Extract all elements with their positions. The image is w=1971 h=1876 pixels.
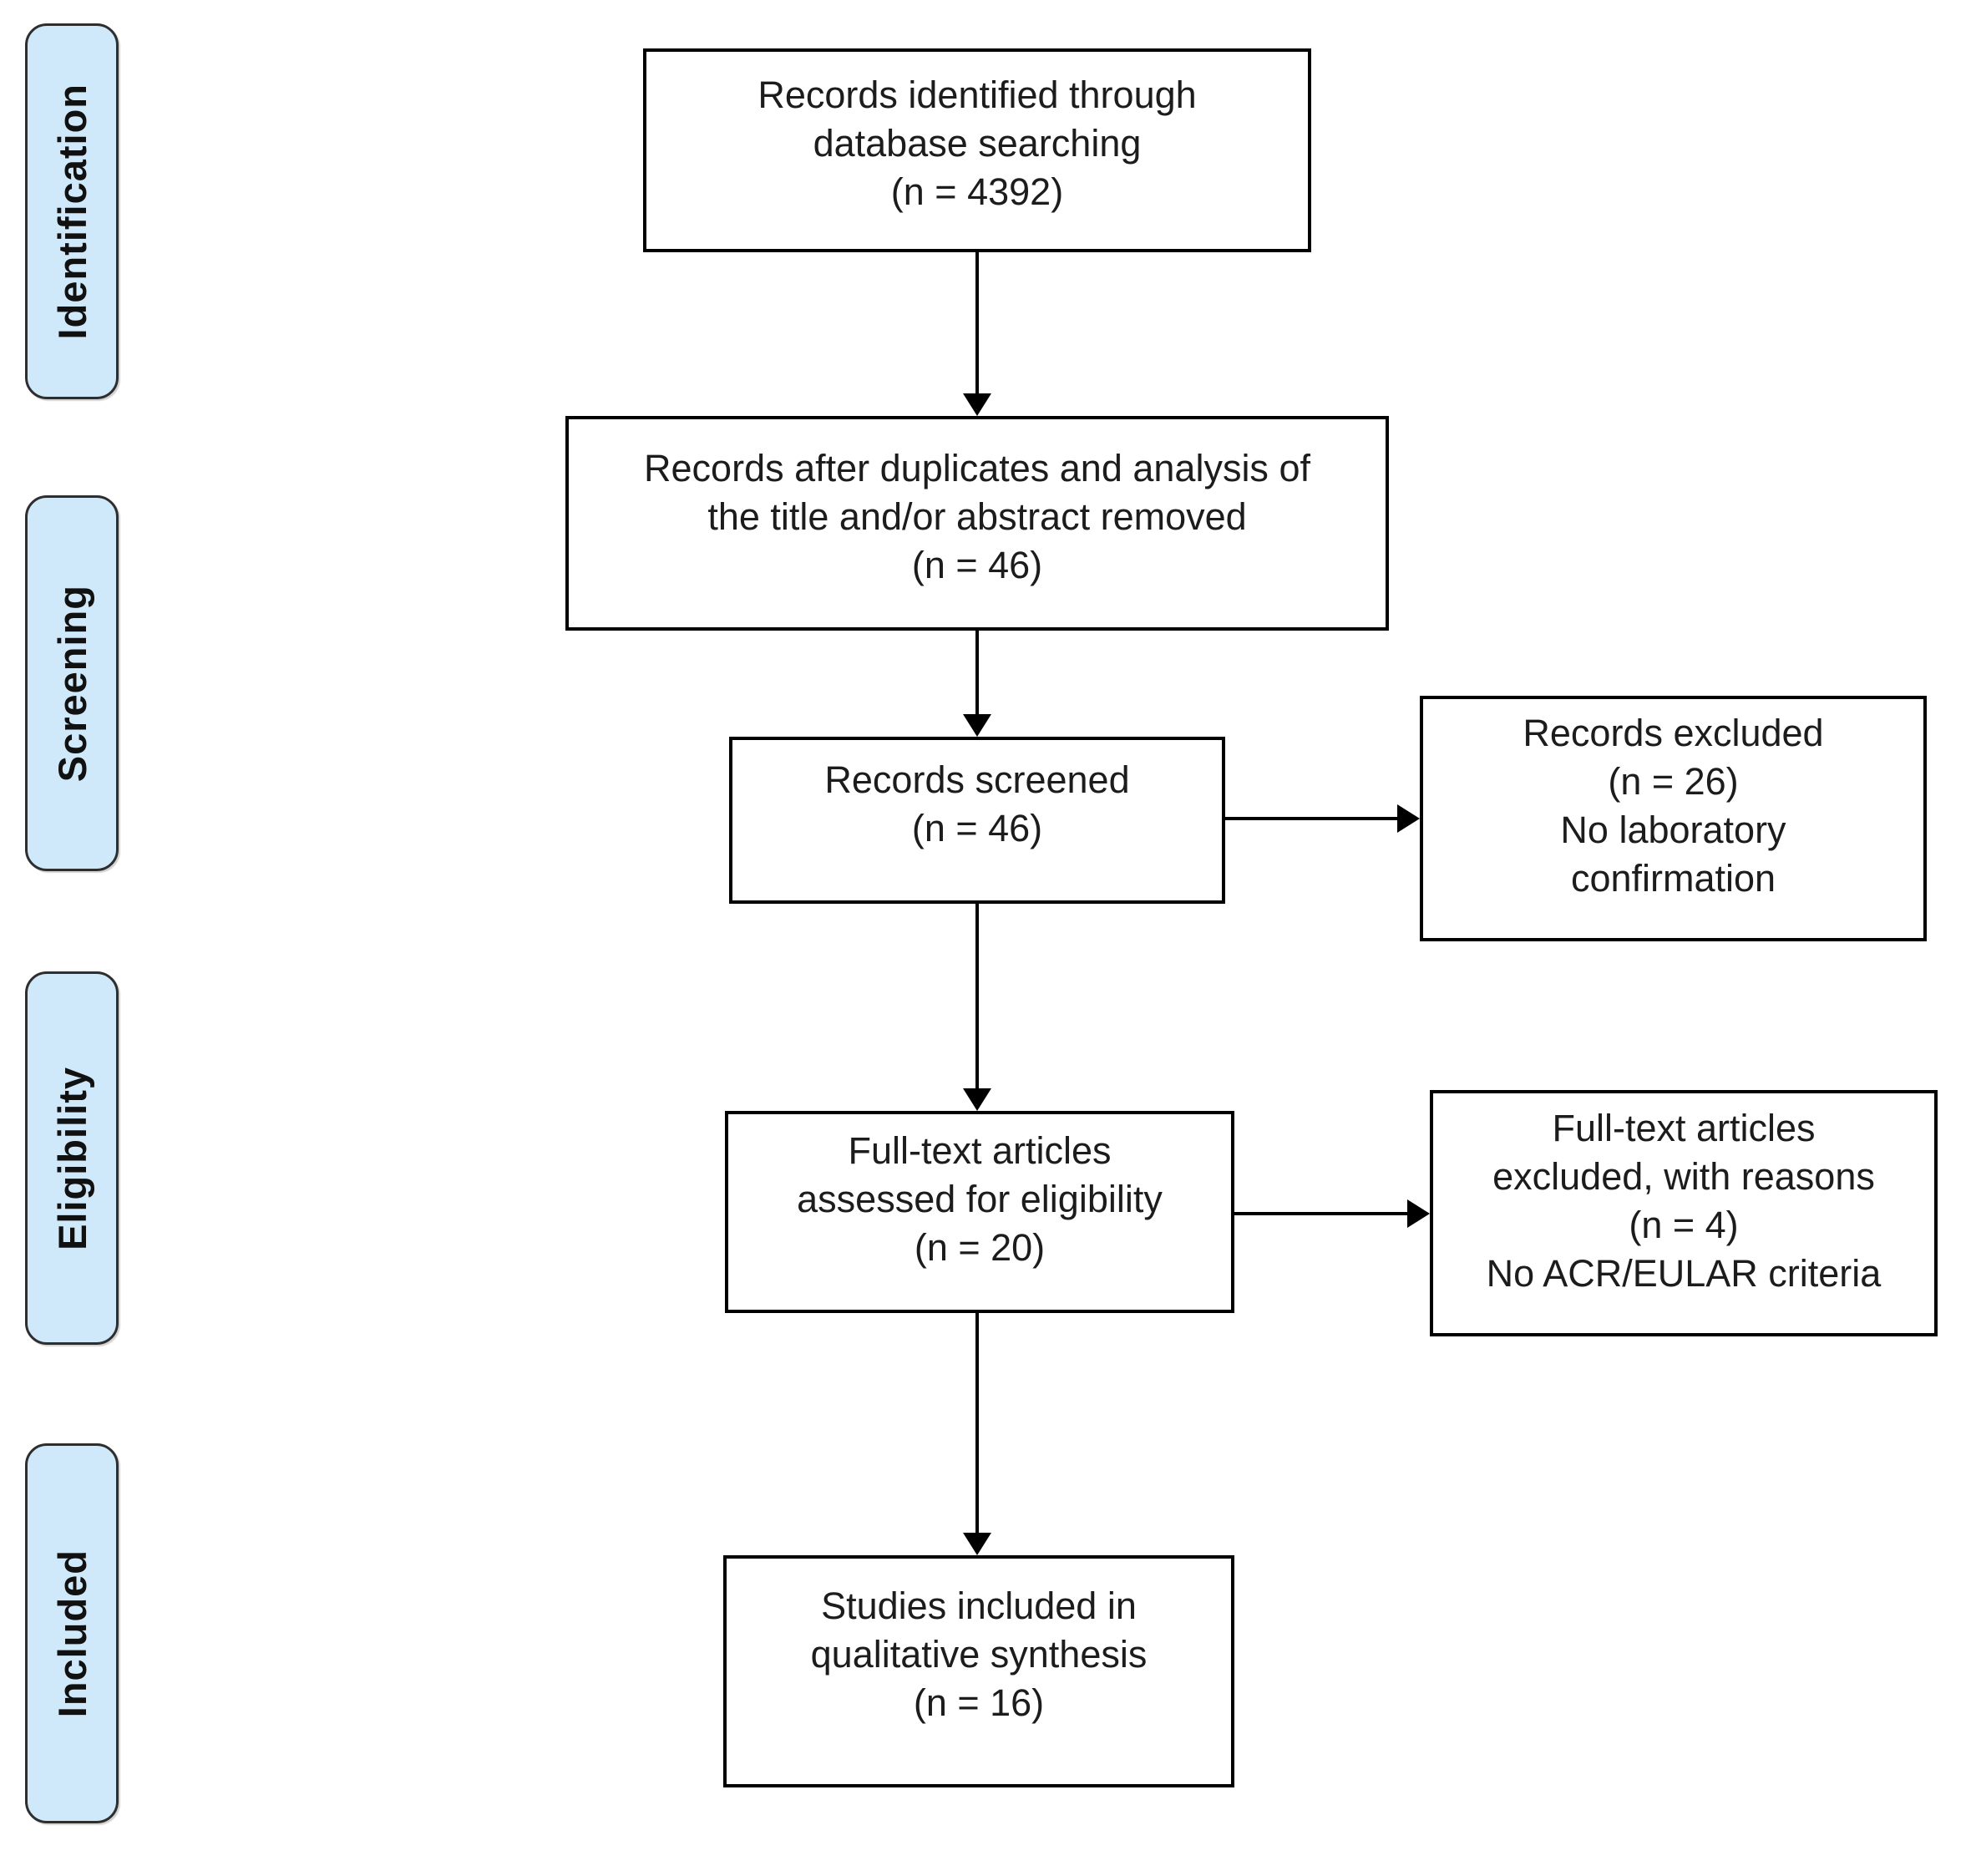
box-records-identified: Records identified through database sear… [643,48,1311,252]
arrow-duplicates-to-screened-line [975,631,979,715]
stage-identification-label: Identification [49,83,94,340]
box-records-screened: Records screened (n = 46) [729,737,1225,904]
arrow-fulltext-to-included-head [963,1533,991,1555]
box-line: confirmation [1570,857,1776,900]
box-line: Full-text articles [848,1129,1112,1172]
arrow-duplicates-to-screened-head [963,714,991,737]
arrow-fulltext-to-excluded-head [1407,1199,1430,1228]
box-line: (n = 46) [911,807,1043,849]
box-line: (n = 20) [914,1226,1046,1269]
box-line: (n = 16) [913,1681,1045,1724]
stage-eligibility: Eligibility [25,971,119,1345]
stage-eligibility-label: Eligibility [49,1066,94,1250]
box-line: excluded, with reasons [1492,1154,1875,1198]
box-line: (n = 46) [911,543,1043,586]
arrow-identified-to-duplicates-head [963,393,991,416]
box-line: (n = 4) [1629,1203,1739,1246]
arrow-screened-to-excluded-head [1397,804,1420,833]
arrow-fulltext-to-included-line [975,1313,979,1534]
arrow-screened-to-fulltext-head [963,1088,991,1111]
box-fulltext-excluded: Full-text articles excluded, with reason… [1430,1090,1938,1336]
box-records-after-duplicates: Records after duplicates and analysis of… [565,416,1389,631]
box-line: (n = 4392) [890,170,1064,213]
arrow-screened-to-excluded-line [1225,817,1398,820]
box-line: No ACR/EULAR criteria [1486,1251,1882,1295]
stage-screening: Screening [25,495,119,871]
arrow-identified-to-duplicates-line [975,252,979,394]
box-line: (n = 26) [1608,760,1739,803]
box-line: Records identified through [757,74,1197,116]
arrow-screened-to-fulltext-line [975,904,979,1089]
box-line: Full-text articles [1552,1106,1816,1149]
stage-identification: Identification [25,23,119,399]
box-line: assessed for eligibility [797,1178,1163,1220]
box-line: Records excluded [1523,712,1824,754]
stage-screening-label: Screening [49,584,94,783]
stage-included: Included [25,1443,119,1823]
box-line: Records after duplicates and analysis of [644,446,1310,489]
box-line: the title and/or abstract removed [707,494,1247,538]
box-fulltext-assessed: Full-text articles assessed for eligibil… [725,1111,1234,1313]
box-studies-included: Studies included in qualitative synthesi… [723,1555,1234,1787]
box-line: database searching [813,122,1142,165]
box-line: Records screened [824,758,1130,801]
box-line: qualitative synthesis [810,1633,1148,1676]
arrow-fulltext-to-excluded-line [1234,1212,1408,1215]
box-records-excluded: Records excluded (n = 26) No laboratory … [1420,696,1927,941]
box-line: Studies included in [821,1584,1137,1627]
stage-included-label: Included [49,1549,94,1718]
box-line: No laboratory [1560,809,1786,851]
